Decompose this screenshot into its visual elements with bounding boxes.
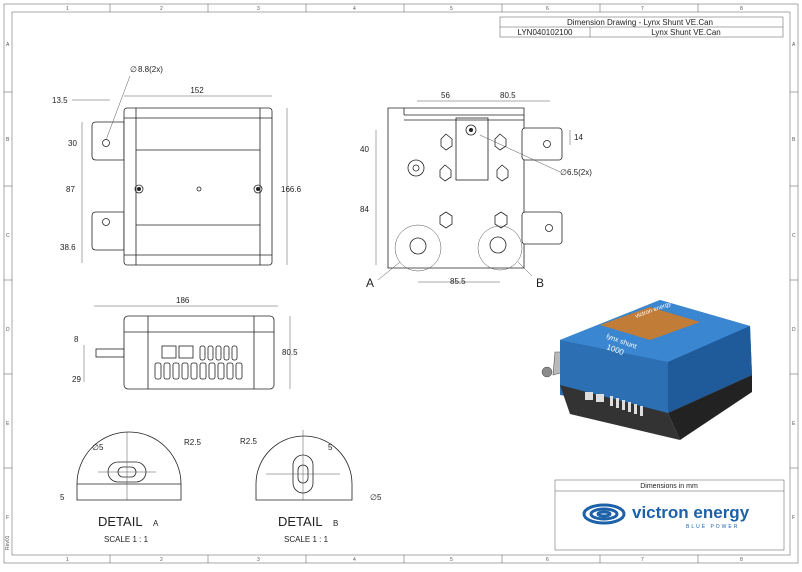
detail-a-scale: SCALE 1 : 1 — [104, 535, 149, 544]
frame-row-d: D — [6, 327, 10, 333]
dim-87: 87 — [66, 185, 75, 194]
rj45-port-left — [161, 345, 177, 359]
detail-b-dim-5: 5 — [328, 443, 333, 452]
callout-a: A — [366, 276, 374, 290]
front-lug — [95, 348, 125, 358]
frame-row-f: F — [6, 515, 9, 521]
dim-56: 56 — [441, 91, 450, 100]
frame-col-6-bottom: 6 — [546, 557, 549, 563]
product-render: lynx shunt 1000 victron energy — [541, 300, 752, 440]
drawing-title: Dimension Drawing - Lynx Shunt VE.Can — [567, 18, 713, 27]
frame-row-c-right: C — [792, 233, 796, 239]
dim-38-6: 38.6 — [60, 243, 76, 252]
frame-row-f-right: F — [792, 515, 795, 521]
rear-view: 56 80.5 14 40 84 ∅ 6.5(2x) 85.5 A B — [360, 91, 592, 290]
product-name: Lynx Shunt VE.Can — [651, 28, 721, 37]
dim-40: 40 — [360, 145, 369, 154]
dim-80-5-front: 80.5 — [282, 348, 298, 357]
frame-col-3-bottom: 3 — [257, 557, 260, 563]
dim-30: 30 — [68, 139, 77, 148]
units-note: Dimensions in mm — [640, 483, 698, 490]
revision-label: Rev01 — [5, 535, 11, 550]
frame-row-d-right: D — [792, 327, 796, 333]
top-screw-left — [134, 184, 144, 194]
frame-col-8: 8 — [740, 6, 743, 12]
part-number: LYN040102100 — [517, 28, 573, 37]
victron-logo-icon — [582, 503, 626, 525]
top-bracket-upper — [91, 121, 125, 161]
logo-block: Dimensions in mm victron energy BLUE POW… — [554, 479, 785, 551]
detail-b: R2.5 5 ∅ 5 DETAIL B SCALE 1 : 1 — [240, 430, 382, 544]
frame-col-8-bottom: 8 — [740, 557, 743, 563]
dim-hole-6-5-symbol: ∅ — [560, 168, 567, 177]
detail-a: ∅ 5 R2.5 5 DETAIL A SCALE 1 : 1 — [60, 431, 201, 544]
brand-name: victron energy — [632, 503, 750, 522]
frame-col-4: 4 — [353, 6, 356, 12]
dim-186: 186 — [176, 296, 190, 305]
frame-row-e-right: E — [792, 421, 796, 427]
detail-a-radius: R2.5 — [184, 438, 201, 447]
frame-row-b-right: B — [792, 137, 796, 143]
dim-hole-8-8-symbol: ∅ — [130, 65, 137, 74]
frame-col-6: 6 — [546, 6, 549, 12]
drawing-frame: 1 2 3 4 5 6 7 8 1 2 3 4 5 6 7 8 A B C D … — [3, 3, 799, 564]
top-bracket-lower — [91, 211, 125, 251]
rj45-port-right — [178, 345, 194, 359]
detail-a-label: DETAIL — [98, 514, 143, 529]
top-hole-lower — [102, 218, 110, 226]
frame-row-a-right: A — [792, 42, 796, 48]
front-view: 186 80.5 8 29 — [72, 296, 298, 390]
detail-a-dia: 5 — [99, 443, 104, 452]
detail-a-dim-5: 5 — [60, 493, 65, 502]
detail-b-dia: 5 — [377, 493, 382, 502]
dim-29: 29 — [72, 375, 81, 384]
detail-b-radius: R2.5 — [240, 437, 257, 446]
frame-row-a: A — [6, 42, 10, 48]
dim-hole-8-8: 8.8(2x) — [138, 65, 163, 74]
callout-b: B — [536, 276, 544, 290]
frame-row-e: E — [6, 421, 10, 427]
dim-14: 14 — [574, 133, 583, 142]
detail-a-dia-symbol: ∅ — [92, 443, 99, 452]
top-body — [123, 107, 273, 266]
detail-a-callout-circle — [394, 224, 442, 272]
frame-col-4-bottom: 4 — [353, 557, 356, 563]
frame-row-b: B — [6, 137, 10, 143]
frame-col-5-bottom: 5 — [450, 557, 453, 563]
title-block: Dimension Drawing - Lynx Shunt VE.Can LY… — [499, 16, 784, 38]
frame-col-1-bottom: 1 — [66, 557, 69, 563]
rear-plate — [455, 117, 489, 181]
detail-b-letter: B — [333, 519, 338, 528]
dim-13-5: 13.5 — [52, 96, 68, 105]
detail-b-dia-symbol: ∅ — [370, 493, 377, 502]
detail-b-callout-circle — [477, 225, 523, 271]
dim-85-5: 85.5 — [450, 277, 466, 286]
dim-84: 84 — [360, 205, 369, 214]
frame-col-1: 1 — [66, 6, 69, 12]
front-body — [123, 315, 275, 390]
frame-row-c: C — [6, 233, 10, 239]
frame-col-5: 5 — [450, 6, 453, 12]
dim-8: 8 — [74, 335, 79, 344]
dim-166-6: 166.6 — [281, 185, 302, 194]
frame-col-7: 7 — [641, 6, 644, 12]
detail-b-outline — [255, 435, 353, 501]
top-screw-right — [253, 184, 263, 194]
frame-col-2: 2 — [160, 6, 163, 12]
dim-hole-6-5: 6.5(2x) — [567, 168, 592, 177]
top-view: 152 8.8(2x) ∅ 13.5 30 87 38.6 166.6 — [52, 65, 302, 266]
brand-tagline: BLUE POWER — [686, 524, 739, 530]
top-led — [196, 186, 202, 192]
detail-b-label: DETAIL — [278, 514, 323, 529]
dim-80-5-rear: 80.5 — [500, 91, 516, 100]
frame-col-2-bottom: 2 — [160, 557, 163, 563]
frame-col-3: 3 — [257, 6, 260, 12]
detail-b-scale: SCALE 1 : 1 — [284, 535, 329, 544]
detail-a-letter: A — [153, 519, 159, 528]
frame-col-7-bottom: 7 — [641, 557, 644, 563]
detail-a-outline — [76, 431, 182, 501]
dim-152: 152 — [190, 86, 204, 95]
